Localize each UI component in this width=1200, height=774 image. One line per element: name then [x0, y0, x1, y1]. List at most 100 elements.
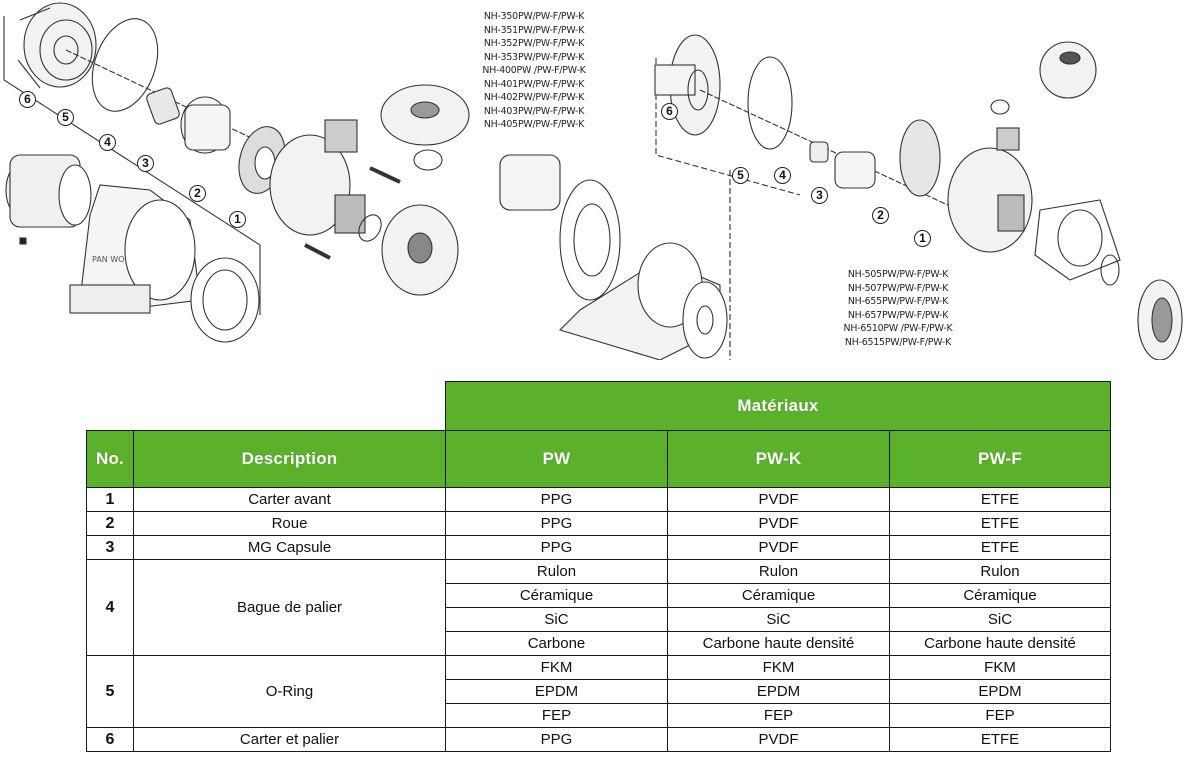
material-pw: Carbone — [445, 631, 668, 656]
material-pw: PPG — [445, 727, 668, 752]
front-casing-part — [269, 119, 366, 236]
part-no: 6 — [86, 727, 134, 752]
callout-1-left: 1 — [229, 211, 246, 228]
material-pwf: ETFE — [889, 487, 1111, 512]
header-pw: PW — [445, 430, 668, 488]
table-row: 5 O-Ring FKM FKM FKM — [86, 655, 1111, 728]
material-pwf: ETFE — [889, 535, 1111, 560]
part-description: O-Ring — [133, 655, 446, 728]
material-pw: PPG — [445, 487, 668, 512]
table-subrow: Céramique Céramique Céramique — [87, 583, 1111, 608]
material-pwf: ETFE — [889, 511, 1111, 536]
material-pwf: SiC — [889, 607, 1111, 632]
model-list-small: NH-350PW/PW-F/PW-K NH-351PW/PW-F/PW-K NH… — [474, 10, 594, 132]
bearing-part — [809, 141, 829, 163]
part-description: Carter avant — [133, 487, 446, 512]
material-pw: PPG — [445, 511, 668, 536]
rear-casing-part — [654, 34, 721, 136]
model-name: NH-400PW /PW-F/PW-K — [482, 65, 586, 76]
motor-label: PAN WO — [92, 255, 125, 264]
header-no: No. — [86, 430, 134, 488]
material-pwk: Carbone haute densité — [667, 631, 890, 656]
o-ring-part — [747, 56, 793, 150]
callout-2-right: 2 — [872, 207, 889, 224]
model-name: NH-350PW/PW-F/PW-K — [483, 11, 585, 22]
table-row: 4 Bague de palier Rulon Rulon Rulon — [86, 559, 1111, 656]
material-pwk: PVDF — [667, 727, 890, 752]
front-casing-part — [947, 127, 1033, 253]
motor-part — [499, 154, 728, 360]
assembly-outline — [3, 16, 261, 315]
material-pw: EPDM — [445, 679, 668, 704]
table-subrow: EPDM EPDM EPDM — [87, 679, 1111, 704]
model-name: NH-403PW/PW-F/PW-K — [483, 105, 585, 117]
model-list-large: NH-505PW/PW-F/PW-K NH-507PW/PW-F/PW-K NH… — [836, 268, 960, 349]
material-pwk: EPDM — [667, 679, 890, 704]
table-subrow: SiC SiC SiC — [87, 607, 1111, 632]
material-pwk: PVDF — [667, 535, 890, 560]
material-pwf: FEP — [889, 703, 1111, 728]
table-row: 2 Roue PPG PVDF ETFE — [86, 511, 1111, 536]
table-row: 3 MG Capsule PPG PVDF ETFE — [86, 535, 1111, 560]
bearing-part — [146, 87, 180, 125]
part-description: Carter et palier — [133, 727, 446, 752]
exploded-diagram-large-pump — [499, 34, 1183, 360]
model-name: NH-6515PW/PW-F/PW-K — [844, 336, 952, 348]
model-name: NH-351PW/PW-F/PW-K — [483, 24, 585, 36]
material-pw: FKM — [445, 655, 668, 680]
header-materials: Matériaux — [445, 381, 1111, 431]
part-no: 2 — [86, 511, 134, 536]
capsule-part — [180, 96, 231, 154]
material-pwf: Carbone haute densité — [889, 631, 1111, 656]
model-name: NH-402PW/PW-F/PW-K — [483, 92, 585, 103]
capsule-part — [834, 151, 876, 189]
callout-6-left: 6 — [19, 91, 36, 108]
material-pwk: Céramique — [667, 583, 890, 608]
material-pwk: PVDF — [667, 511, 890, 536]
material-pwk: FEP — [667, 703, 890, 728]
material-pwf: Rulon — [889, 559, 1111, 584]
callout-5-left: 5 — [57, 109, 74, 126]
model-name: NH-353PW/PW-F/PW-K — [483, 51, 585, 63]
motor-flange-part — [190, 257, 260, 343]
header-pwk: PW-K — [667, 430, 890, 488]
callout-2-left: 2 — [189, 185, 206, 202]
model-name: NH-6510PW /PW-F/PW-K — [843, 323, 953, 334]
callout-3-left: 3 — [137, 155, 154, 172]
rear-casing-part — [17, 2, 97, 89]
material-pwk: SiC — [667, 607, 890, 632]
exploded-diagram-small-pump: PAN WO — [3, 2, 470, 343]
header-description: Description — [133, 430, 446, 488]
impeller-part — [899, 119, 941, 197]
material-pw: PPG — [445, 535, 668, 560]
material-pwf: FKM — [889, 655, 1111, 680]
model-name: NH-405PW/PW-F/PW-K — [483, 119, 585, 130]
part-no: 3 — [86, 535, 134, 560]
model-name: NH-507PW/PW-F/PW-K — [847, 282, 949, 294]
material-pwk: PVDF — [667, 487, 890, 512]
material-pw: Rulon — [445, 559, 668, 584]
materials-table: Matériaux No. Description PW PW-K PW-F 1… — [86, 381, 1111, 752]
part-description: MG Capsule — [133, 535, 446, 560]
material-pwf: Céramique — [889, 583, 1111, 608]
callout-4-right: 4 — [774, 167, 791, 184]
material-pwk: Rulon — [667, 559, 890, 584]
model-name: NH-352PW/PW-F/PW-K — [483, 38, 585, 49]
o-ring-part — [91, 18, 159, 112]
material-pw: FEP — [445, 703, 668, 728]
callout-5-right: 5 — [732, 167, 749, 184]
table-subrow: Carbone Carbone haute densité Carbone ha… — [87, 631, 1111, 656]
model-name: NH-655PW/PW-F/PW-K — [847, 296, 949, 307]
table-subrow: FEP FEP FEP — [87, 703, 1111, 728]
callout-3-right: 3 — [811, 187, 828, 204]
model-name: NH-657PW/PW-F/PW-K — [847, 309, 949, 321]
model-name: NH-401PW/PW-F/PW-K — [483, 78, 585, 90]
part-no: 5 — [86, 655, 134, 728]
material-pw: SiC — [445, 607, 668, 632]
motor-part — [5, 154, 201, 314]
header-spacer — [86, 381, 446, 431]
material-pwf: ETFE — [889, 727, 1111, 752]
part-no: 1 — [86, 487, 134, 512]
table-row: 1 Carter avant PPG PVDF ETFE — [86, 487, 1111, 512]
material-pwf: EPDM — [889, 679, 1111, 704]
